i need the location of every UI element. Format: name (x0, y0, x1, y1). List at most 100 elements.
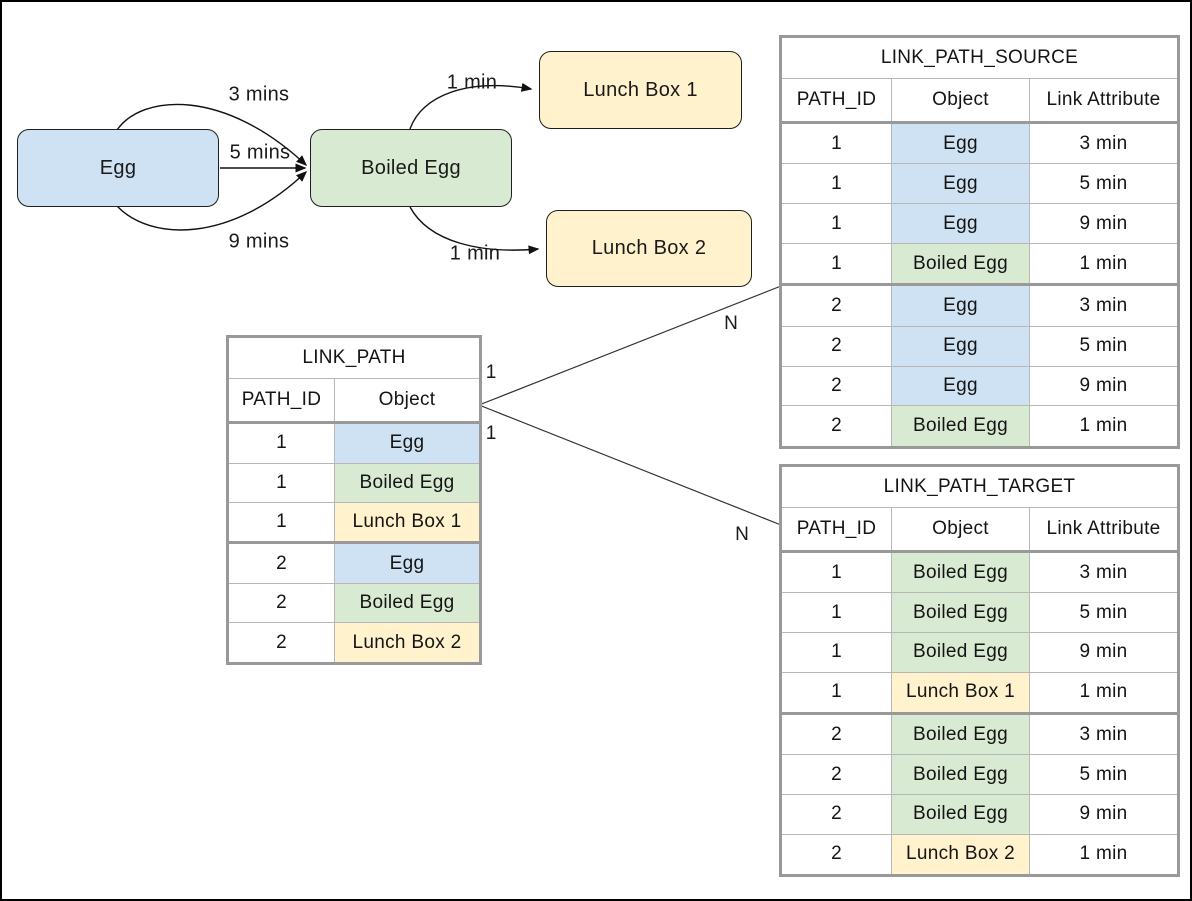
column-header: Object (891, 507, 1030, 553)
cell: 1 (780, 242, 892, 287)
cell: Egg (891, 203, 1030, 244)
cell: 1 min (1028, 405, 1180, 448)
cell: 1 (227, 501, 335, 545)
cardinality-1-source: 1 (485, 362, 497, 383)
cell: 3 min (1028, 712, 1180, 756)
cell: Boiled Egg (891, 712, 1030, 756)
cell: 1 (780, 671, 892, 715)
cell: Egg (891, 325, 1030, 367)
edge-boiledegg-lunchbox1-1min (409, 82, 533, 130)
column-header: Object (333, 378, 482, 424)
cell: 2 (780, 325, 892, 367)
cell: Egg (891, 163, 1030, 205)
node-lunch-box-1-label: Lunch Box 1 (583, 78, 698, 101)
cell: 2 (780, 405, 892, 448)
cell: 1 (227, 462, 335, 503)
cell: Egg (333, 542, 482, 585)
cell: 9 min (1028, 365, 1180, 407)
node-boiled-egg-label: Boiled Egg (361, 156, 461, 179)
cell: Boiled Egg (891, 754, 1030, 795)
relation-linkpath-target (478, 404, 782, 526)
column-header: PATH_ID (227, 378, 335, 424)
cell: Egg (333, 422, 482, 464)
cell: 2 (227, 542, 335, 585)
edge-label-3mins: 3 mins (228, 83, 290, 106)
cell: 1 (780, 550, 892, 594)
cell: 2 (780, 833, 892, 877)
cell: Boiled Egg (891, 631, 1030, 673)
cell: 9 min (1028, 203, 1180, 244)
node-lunch-box-1: Lunch Box 1 (539, 51, 742, 129)
table-title: LINK_PATH_TARGET (779, 465, 1180, 508)
cell: 5 min (1028, 754, 1180, 795)
table-title: LINK_PATH_SOURCE (779, 36, 1180, 79)
table-title-row: LINK_PATH_TARGET (779, 465, 1180, 508)
edge-egg-boiledegg-9mins (116, 170, 308, 231)
cell: 1 min (1028, 242, 1180, 287)
cell: 5 min (1028, 592, 1180, 633)
table-title: LINK_PATH (226, 336, 482, 379)
cell: 1 min (1028, 833, 1180, 877)
cell: Boiled Egg (891, 550, 1030, 594)
cell: Lunch Box 1 (891, 671, 1030, 715)
cell: 5 min (1028, 163, 1180, 205)
column-header: Object (891, 78, 1030, 124)
cell: 2 (780, 284, 892, 327)
edge-egg-boiledegg-3mins (116, 103, 308, 167)
cell: Boiled Egg (333, 462, 482, 503)
cell: 2 (780, 712, 892, 756)
cell: 2 (780, 365, 892, 407)
edge-label-1min-bottom: 1 min (449, 242, 501, 265)
node-lunch-box-2-label: Lunch Box 2 (591, 237, 707, 259)
cell: 2 (780, 793, 892, 835)
cell: Lunch Box 1 (333, 501, 482, 545)
cell: Boiled Egg (333, 583, 482, 624)
node-boiled-egg: Boiled Egg (310, 129, 512, 207)
cell: 1 (227, 422, 335, 464)
cell: 2 (780, 754, 892, 795)
cell: 1 (780, 121, 892, 165)
cell: Boiled Egg (891, 405, 1030, 448)
cell: 5 min (1028, 325, 1180, 367)
cell: 2 (227, 583, 335, 624)
cell: 1 (780, 163, 892, 205)
edge-boiledegg-lunchbox2-1min (409, 206, 540, 255)
node-lunch-box-2: Lunch Box 2 (546, 210, 752, 287)
column-header: Link Attribute (1028, 507, 1180, 553)
cell: Lunch Box 2 (333, 622, 482, 664)
cell: 3 min (1028, 550, 1180, 594)
cell: Egg (891, 365, 1030, 407)
cell: Boiled Egg (891, 793, 1030, 835)
cell: 1 (780, 203, 892, 244)
table-title-row: LINK_PATH (226, 336, 482, 379)
cell: 1 (780, 592, 892, 633)
cell: Boiled Egg (891, 242, 1030, 287)
edge-label-9mins: 9 mins (228, 230, 290, 253)
cell: Lunch Box 2 (891, 833, 1030, 877)
cell: Egg (891, 121, 1030, 165)
